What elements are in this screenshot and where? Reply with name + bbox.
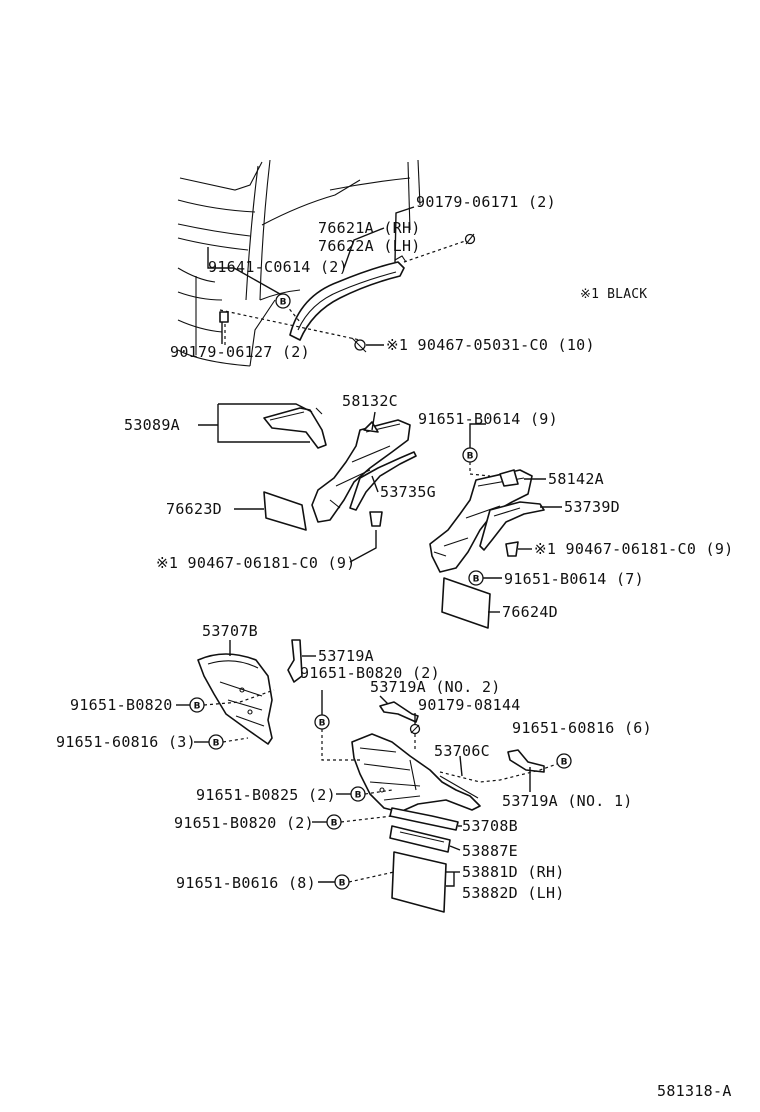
clip-91651-b0614-top: B (462, 447, 478, 463)
fender-flare-76621a (289, 255, 407, 341)
screw-90467-05031 (351, 337, 367, 353)
label-53719a-no1: 53719A (NO. 1) (502, 792, 633, 810)
label-91651-b0820-2: 91651-B0820 (2) (174, 814, 314, 832)
pad-76624d (441, 577, 491, 629)
label-58132c: 58132C (342, 392, 398, 410)
clip-91651-b0614-bottom: B (468, 570, 484, 586)
clip-91651-b0825: B (350, 786, 366, 802)
label-91651-b0825: 91651-B0825 (2) (196, 786, 336, 804)
screw-90179-08144 (409, 723, 421, 735)
clip-91651-b0820-left: B (189, 697, 205, 713)
label-76622a: 76622A (LH) (318, 237, 421, 255)
screw-90179-06127 (219, 311, 229, 323)
clip-symbol: B (339, 879, 346, 889)
label-76621a: 76621A (RH) (318, 219, 421, 237)
vehicle-body-outline (177, 159, 421, 367)
label-53882d: 53882D (LH) (462, 884, 565, 902)
clip-91651-b0820-top: B (314, 714, 330, 730)
splash-shield-53707b (197, 653, 273, 745)
clip-91651-60816-right: B (556, 753, 572, 769)
label-90179-08144: 90179-08144 (418, 696, 521, 714)
label-91651-b0616: 91651-B0616 (8) (176, 874, 316, 892)
label-91651-b0614-9: 91651-B0614 (9) (418, 410, 558, 428)
label-90467-06181-right: ※1 90467-06181-C0 (9) (534, 540, 733, 558)
seal-53739d (479, 501, 545, 551)
label-53706c: 53706C (434, 742, 490, 760)
bracket-53089a (263, 407, 327, 449)
seal-53735g (349, 451, 417, 511)
bracket-53719a-left (287, 639, 303, 683)
label-53739d: 53739D (564, 498, 620, 516)
label-90179-06127: 90179-06127 (2) (170, 343, 310, 361)
label-90467-06181-left: ※1 90467-06181-C0 (9) (156, 554, 355, 572)
clip-91651-b0820-bottom: B (326, 814, 342, 830)
pad-76623d (263, 491, 307, 531)
clip-symbol: B (280, 298, 287, 308)
label-76623d: 76623D (166, 500, 222, 518)
figure-code: 581318-A (657, 1082, 732, 1100)
flare-fastener-dashes (219, 239, 469, 348)
label-58142a: 58142A (548, 470, 604, 488)
mudguard-53881d (391, 851, 447, 913)
label-90179-06171: 90179-06171 (2) (416, 193, 556, 211)
label-91651-b0820: 91651-B0820 (70, 696, 173, 714)
label-91651-60816-6: 91651-60816 (6) (512, 719, 652, 737)
clip-91651-60816-left: B (208, 734, 224, 750)
clip-symbol: B (473, 575, 480, 585)
clip-symbol: B (319, 719, 326, 729)
screw-90467-06181-right (505, 541, 519, 557)
label-91641-c0614: 91641-C0614 (2) (208, 258, 348, 276)
bracket-53719a-no1 (507, 749, 545, 773)
liner-58142a (429, 469, 533, 573)
label-53735g: 53735G (380, 483, 436, 501)
screw-90467-06181-left (369, 511, 383, 527)
bracket-53719a-no2 (379, 701, 419, 723)
clip-symbol: B (355, 791, 362, 801)
label-53708b: 53708B (462, 817, 518, 835)
seal-53887e (389, 825, 451, 853)
black-note: ※1 BLACK (580, 287, 647, 302)
label-53707b: 53707B (202, 622, 258, 640)
clip-symbol: B (213, 739, 220, 749)
clip-91641-c0614: B (275, 293, 291, 309)
clip-91651-b0616: B (334, 874, 350, 890)
label-53719a-no2: 53719A (NO. 2) (370, 678, 501, 696)
leader-lines-middle-right (469, 423, 562, 613)
label-53719a: 53719A (318, 647, 374, 665)
label-91651-60816-3: 91651-60816 (3) (56, 733, 196, 751)
leader-lines-bottom-left (176, 640, 316, 743)
shield-53706c (351, 733, 481, 813)
label-91651-b0614-7: 91651-B0614 (7) (504, 570, 644, 588)
label-53089a: 53089A (124, 416, 180, 434)
label-91651-b0820-2-top: 91651-B0820 (2) (300, 664, 440, 682)
label-90467-05031: ※1 90467-05031-C0 (10) (386, 336, 595, 354)
clip-symbol: B (194, 702, 201, 712)
clip-symbol: B (561, 758, 568, 768)
clip-symbol: B (331, 819, 338, 829)
clip-symbol: B (467, 452, 474, 462)
leader-lines-bottom-right (312, 690, 558, 887)
trim-53708b (389, 807, 459, 831)
leader-lines-top (207, 206, 415, 346)
liner-58132c (311, 419, 411, 523)
screw-90179-06171 (464, 233, 476, 245)
label-53881d: 53881D (RH) (462, 863, 565, 881)
label-76624d: 76624D (502, 603, 558, 621)
leader-lines-middle-left (198, 403, 379, 563)
label-53887e: 53887E (462, 842, 518, 860)
